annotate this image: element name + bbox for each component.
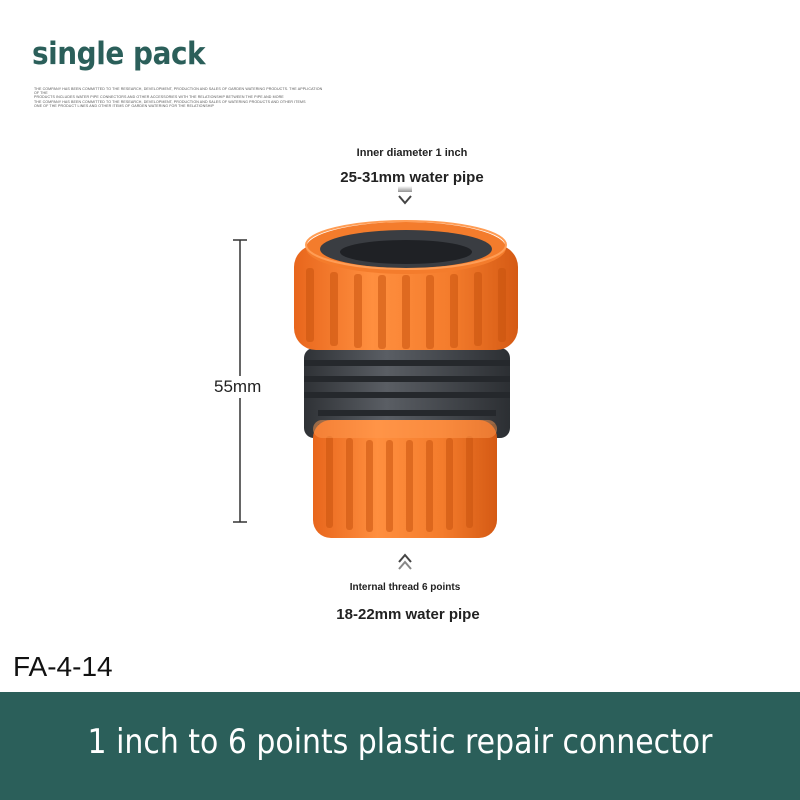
connector-image bbox=[294, 220, 518, 538]
banner-product-name: 1 inch to 6 points plastic repair connec… bbox=[87, 722, 713, 762]
fine-print: THE COMPANY HAS BEEN COMMITTED TO THE RE… bbox=[34, 87, 324, 108]
model-code: FA-4-14 bbox=[13, 651, 113, 682]
arrow-up-icon bbox=[398, 553, 412, 570]
height-dimension-label: 55mm bbox=[214, 376, 262, 398]
fine-print-line: THE COMPANY HAS BEEN COMMITTED TO THE RE… bbox=[34, 99, 306, 104]
top-pipe-size-label: 25-31mm water pipe bbox=[340, 169, 484, 186]
page-title: single pack bbox=[32, 36, 206, 72]
fine-print-line: THE COMPANY HAS BEEN COMMITTED TO THE RE… bbox=[34, 87, 323, 96]
fine-print-line: ONE OF THE PRODUCT LINES AND OTHER ITEMS… bbox=[34, 103, 215, 108]
arrow-down-icon bbox=[398, 186, 412, 205]
bottom-pipe-size-label: 18-22mm water pipe bbox=[336, 606, 480, 623]
bottom-thread-label: Internal thread 6 points bbox=[349, 582, 461, 593]
top-inner-diameter-label: Inner diameter 1 inch bbox=[356, 147, 468, 159]
fine-print-line: PRODUCTS INCLUDES WATER PIPE CONNECTORS … bbox=[34, 95, 284, 100]
bottom-banner: 1 inch to 6 points plastic repair connec… bbox=[0, 692, 800, 800]
